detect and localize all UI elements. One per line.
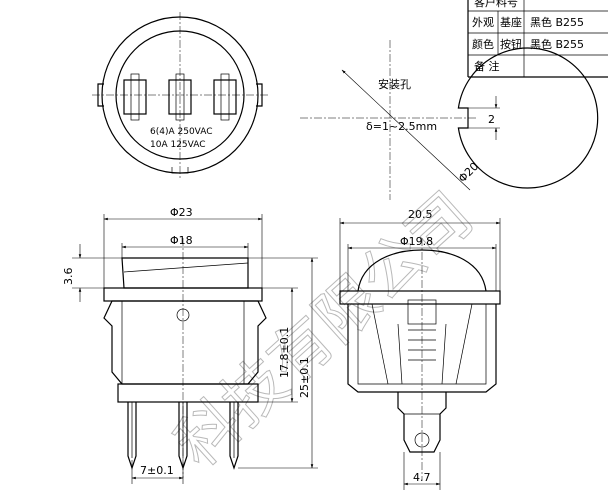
- table-row-appearance-value: 黑色 B255: [530, 15, 584, 29]
- rating-line-1: 6(4)A 250VAC: [150, 127, 213, 137]
- table-row-color-label: 颜色: [472, 37, 494, 51]
- dim-side-diameter: Φ19.8: [400, 235, 433, 248]
- spec-table: 客户料号 外观 基座 黑色 B255 颜色 按钮 黑色 B255 备 注: [467, 0, 608, 78]
- terminal-left: [123, 73, 147, 121]
- watermark-text: 科技有限公司: [161, 178, 486, 481]
- terminal-right: [213, 73, 237, 121]
- hole-thickness: δ=1~2.5mm: [366, 120, 437, 133]
- table-row-remark-label: 备 注: [474, 59, 500, 73]
- dim-terminal-width: 4.7: [413, 471, 431, 484]
- table-row-appearance-label: 外观: [472, 16, 494, 29]
- rating-line-2: 10A 125VAC: [150, 140, 206, 150]
- hole-diameter: Φ20: [456, 160, 481, 185]
- terminal-center: [168, 73, 192, 121]
- front-view: Φ23 Φ18 3.6 17.8±0.1 25±0.1 7±0.1: [62, 206, 318, 484]
- table-row-color-sub: 按钮: [500, 37, 522, 51]
- table-row-customer-label: 客户料号: [474, 0, 518, 9]
- hole-key-size: 2: [488, 113, 495, 126]
- dim-outer-diameter: Φ23: [170, 206, 193, 219]
- side-view: 20.5 Φ19.8 4.7: [339, 208, 501, 490]
- dim-pin-pitch: 7±0.1: [140, 464, 174, 477]
- dim-rocker-diameter: Φ18: [170, 234, 193, 247]
- hole-title: 安装孔: [378, 77, 411, 91]
- watermark: 科技有限公司: [161, 177, 487, 481]
- dim-side-width: 20.5: [408, 208, 433, 221]
- top-view: 6(4)A 250VAC 10A 125VAC: [92, 12, 268, 180]
- table-row-appearance-sub: 基座: [500, 15, 522, 29]
- dim-rocker-height: 3.6: [62, 268, 75, 286]
- dim-body-height: 17.8±0.1: [278, 327, 291, 378]
- table-row-color-value: 黑色 B255: [530, 37, 584, 51]
- mounting-hole-view: Φ20 安装孔 δ=1~2.5mm 2: [300, 40, 599, 200]
- dim-total-height: 25±0.1: [298, 357, 311, 398]
